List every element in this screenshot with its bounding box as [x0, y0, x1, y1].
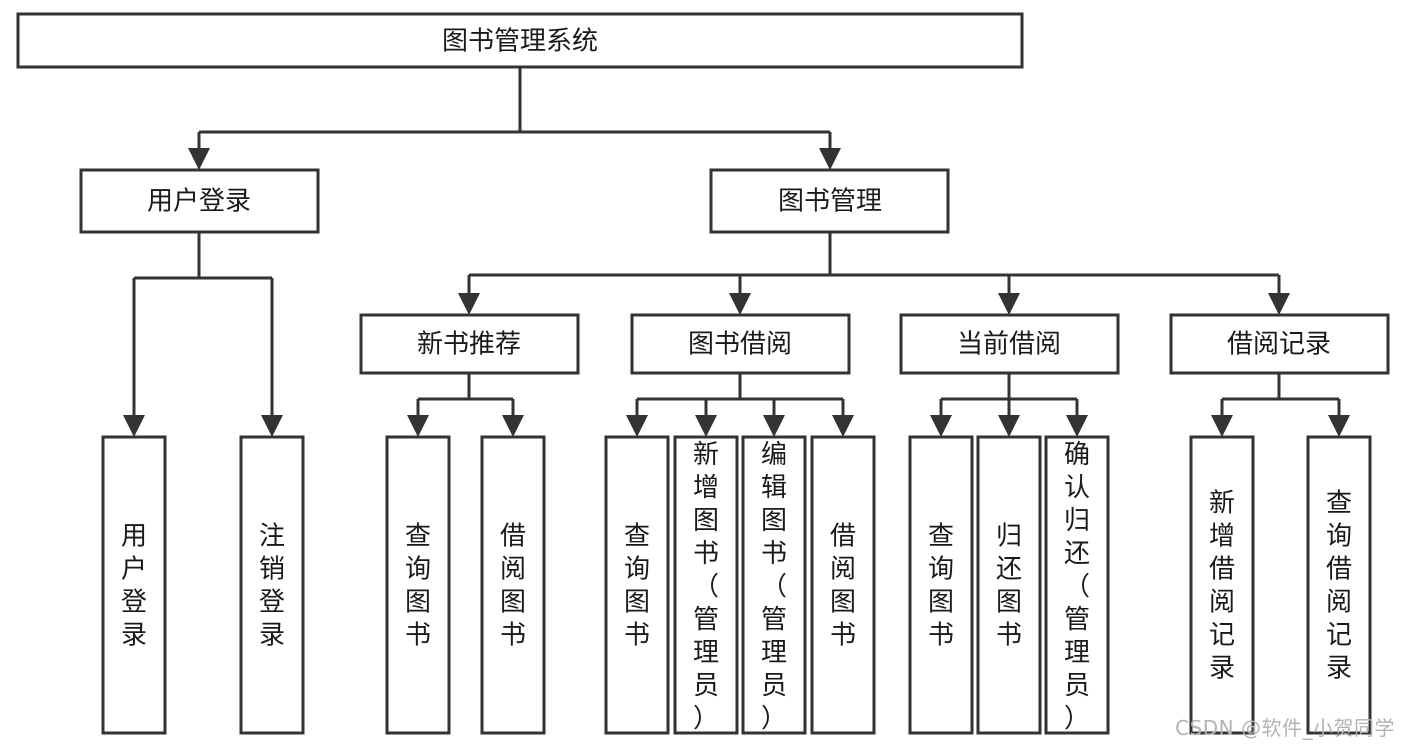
arrow-head-icon [930, 415, 952, 437]
node-leaf-add-book-label: 新增图书（管理员） [693, 440, 719, 734]
arrow-head-icon [458, 293, 480, 315]
arrow-head-icon [123, 415, 145, 437]
arrow-head-icon [1268, 293, 1290, 315]
arrow-head-icon [502, 415, 524, 437]
node-leaf-query-record-box[interactable] [1306, 435, 1372, 735]
node-leaf-add-record-box[interactable] [1189, 435, 1255, 735]
node-leaf-query-book-2-label: 查询图书 [624, 522, 650, 651]
node-book-borrow-label: 图书借阅 [688, 330, 792, 360]
node-leaf-user-login-label: 用户登录 [121, 522, 147, 651]
arrow-head-icon [695, 415, 717, 437]
node-leaf-borrow-book-1-box[interactable] [480, 435, 546, 735]
node-user-login-box[interactable] [79, 168, 320, 234]
node-new-book-rec-box[interactable] [359, 313, 580, 375]
arrow-head-icon [1066, 415, 1088, 437]
node-leaf-return-book-label: 归还图书 [996, 522, 1022, 651]
watermark-text: CSDN @软件_小贺同学 [1175, 716, 1395, 740]
node-book-borrow[interactable]: 图书借阅 [630, 313, 851, 375]
node-current-borrow-label: 当前借阅 [957, 330, 1061, 360]
connector-layer [132, 67, 1341, 418]
node-leaf-logout-box[interactable] [239, 435, 305, 735]
node-root-label: 图书管理系统 [442, 27, 598, 57]
node-borrow-record-label: 借阅记录 [1227, 330, 1331, 360]
node-leaf-query-book-1-box[interactable] [385, 435, 451, 735]
node-leaf-add-book[interactable]: 新增图书（管理员） [673, 435, 739, 735]
arrow-head-icon [763, 415, 785, 437]
node-leaf-return-book-box[interactable] [976, 435, 1042, 735]
node-leaf-return-book[interactable]: 归还图书 [976, 435, 1042, 735]
node-root[interactable]: 图书管理系统 [16, 12, 1024, 69]
node-book-mgmt-label: 图书管理 [778, 187, 882, 217]
arrow-head-icon [1211, 415, 1233, 437]
node-root-box[interactable] [16, 12, 1024, 69]
arrow-head-icon [1328, 415, 1350, 437]
node-leaf-add-record-label: 新增借阅记录 [1209, 489, 1235, 684]
node-leaf-query-book-3-label: 查询图书 [928, 522, 954, 651]
node-leaf-query-book-1-label: 查询图书 [405, 522, 431, 651]
node-leaf-add-record[interactable]: 新增借阅记录 [1189, 435, 1255, 735]
node-leaf-query-book-3-box[interactable] [908, 435, 974, 735]
node-borrow-record-box[interactable] [1169, 313, 1390, 375]
arrowhead-layer [123, 148, 1350, 437]
node-current-borrow-box[interactable] [899, 313, 1120, 375]
node-leaf-borrow-book-2-label: 借阅图书 [830, 522, 856, 651]
node-leaf-edit-book[interactable]: 编辑图书（管理员） [741, 435, 807, 735]
node-book-borrow-box[interactable] [630, 313, 851, 375]
node-leaf-borrow-book-1-label: 借阅图书 [500, 522, 526, 651]
node-leaf-query-book-1[interactable]: 查询图书 [385, 435, 451, 735]
node-leaf-borrow-book-1[interactable]: 借阅图书 [480, 435, 546, 735]
arrow-head-icon [998, 293, 1020, 315]
arrow-head-icon [626, 415, 648, 437]
node-leaf-query-book-2[interactable]: 查询图书 [604, 435, 670, 735]
node-user-login[interactable]: 用户登录 [79, 168, 320, 234]
arrow-head-icon [832, 415, 854, 437]
node-leaf-borrow-book-2-box[interactable] [810, 435, 876, 735]
node-leaf-confirm-return-box[interactable] [1044, 435, 1110, 735]
arrow-head-icon [188, 148, 210, 170]
node-leaf-logout[interactable]: 注销登录 [239, 435, 305, 735]
node-book-mgmt-box[interactable] [709, 168, 950, 234]
arrow-head-icon [729, 293, 751, 315]
arrow-head-icon [819, 148, 841, 170]
node-leaf-confirm-return[interactable]: 确认归还（管理员） [1044, 435, 1110, 735]
node-leaf-edit-book-label: 编辑图书（管理员） [761, 440, 787, 734]
node-leaf-logout-label: 注销登录 [259, 522, 285, 651]
node-leaf-user-login[interactable]: 用户登录 [101, 435, 167, 735]
node-leaf-add-book-box[interactable] [673, 435, 739, 735]
node-user-login-label: 用户登录 [147, 187, 251, 217]
node-leaf-query-book-3[interactable]: 查询图书 [908, 435, 974, 735]
node-new-book-rec-label: 新书推荐 [417, 330, 521, 360]
node-leaf-query-record[interactable]: 查询借阅记录 [1306, 435, 1372, 735]
node-leaf-borrow-book-2[interactable]: 借阅图书 [810, 435, 876, 735]
node-leaf-query-record-label: 查询借阅记录 [1326, 489, 1352, 684]
node-book-mgmt[interactable]: 图书管理 [709, 168, 950, 234]
node-leaf-user-login-box[interactable] [101, 435, 167, 735]
arrow-head-icon [407, 415, 429, 437]
node-leaf-confirm-return-label: 确认归还（管理员） [1064, 440, 1090, 734]
node-current-borrow[interactable]: 当前借阅 [899, 313, 1120, 375]
node-leaf-edit-book-box[interactable] [741, 435, 807, 735]
arrow-head-icon [261, 415, 283, 437]
arrow-head-icon [998, 415, 1020, 437]
node-leaf-query-book-2-box[interactable] [604, 435, 670, 735]
node-borrow-record[interactable]: 借阅记录 [1169, 313, 1390, 375]
node-new-book-rec[interactable]: 新书推荐 [359, 313, 580, 375]
